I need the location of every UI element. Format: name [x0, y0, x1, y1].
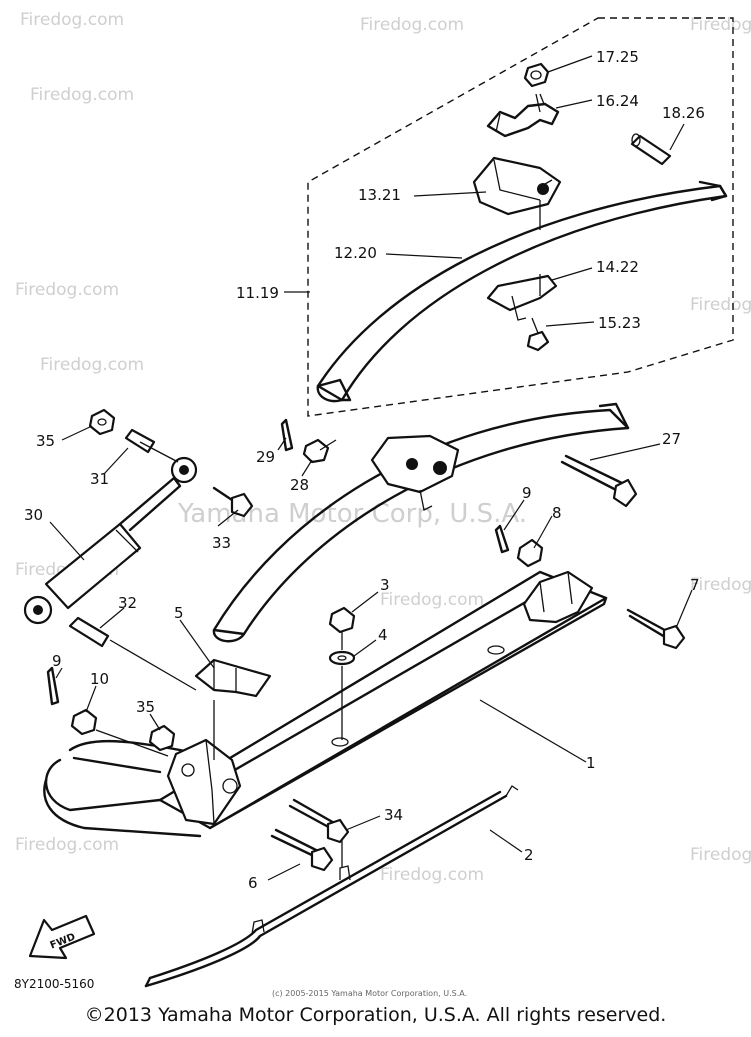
callouts: 17.25 16.24 18.26 13.21 12.20 14.22 11.1…	[24, 48, 705, 892]
collar-31-icon	[124, 428, 156, 454]
spring-seat-icon	[370, 434, 460, 511]
callout-2: 2	[524, 846, 534, 864]
watermark-firedog: Firedog.com	[20, 10, 124, 30]
bolt-34-icon	[288, 798, 350, 844]
nut-28-icon	[302, 438, 330, 464]
callout-9a: 9	[522, 484, 532, 502]
watermark-firedog: Firedog.com	[690, 295, 751, 315]
watermark-firedog: Firedog.com	[380, 865, 484, 885]
nut-10-icon	[70, 708, 98, 736]
callout-32: 32	[118, 594, 137, 612]
callout-5: 5	[174, 604, 184, 622]
callout-31: 31	[90, 470, 109, 488]
rear-mount-icon	[522, 570, 594, 624]
fwd-arrow-icon: FWD	[28, 914, 96, 960]
leaf-spring-12-icon	[316, 180, 728, 403]
nut-3-icon	[328, 606, 356, 634]
nut-35-top-icon	[88, 408, 116, 436]
callout-8: 8	[552, 504, 562, 522]
watermark-firedog: Firedog.com	[690, 15, 751, 35]
callout-13: 13.21	[358, 186, 401, 204]
small-copyright: (c) 2005-2015 Yamaha Motor Corporation, …	[272, 989, 467, 998]
callout-1: 1	[586, 754, 596, 772]
collar-32-icon	[68, 616, 110, 648]
callout-30: 30	[24, 506, 43, 524]
nut-17-icon	[523, 62, 550, 88]
diagram-code: 8Y2100-5160	[14, 977, 94, 991]
bolt-15-icon	[526, 317, 550, 352]
callout-35b: 35	[136, 698, 155, 716]
callout-29: 29	[256, 448, 275, 466]
leader-lines	[49, 55, 693, 881]
leaf-spring-main-icon	[212, 402, 630, 643]
callout-4: 4	[378, 626, 388, 644]
plate-14-icon	[486, 274, 558, 321]
callout-10: 10	[90, 670, 109, 688]
callout-14: 14.22	[596, 258, 639, 276]
bracket-5-icon	[194, 658, 272, 698]
clamp-16-icon	[486, 93, 560, 138]
bolt-6-icon	[270, 828, 334, 872]
callout-3: 3	[380, 576, 390, 594]
bolt-7-icon	[626, 608, 686, 650]
footer-copyright: ©2013 Yamaha Motor Corporation, U.S.A. A…	[84, 1004, 667, 1026]
callout-9b: 9	[52, 652, 62, 670]
callout-17: 17.25	[596, 48, 639, 66]
watermark-firedog: Firedog.com	[380, 590, 484, 610]
spring-group-boundary	[307, 17, 734, 417]
callout-6: 6	[248, 874, 258, 892]
callout-35a: 35	[36, 432, 55, 450]
front-bracket-icon	[166, 738, 242, 826]
callout-18: 18.26	[662, 104, 705, 122]
bolt-27-icon	[560, 454, 638, 508]
watermark-firedog: Firedog.com	[30, 85, 134, 105]
callout-27: 27	[662, 430, 681, 448]
watermark-firedog: Firedog.com	[360, 15, 464, 35]
watermark-firedog: Firedog.com	[15, 280, 119, 300]
callout-33: 33	[212, 534, 231, 552]
cotter-pin-29-icon	[280, 418, 294, 452]
watermark-firedog: Firedog.com	[40, 355, 144, 375]
pin-18-icon	[630, 133, 672, 166]
watermark-firedog: Firedog.com	[690, 575, 751, 595]
runner-2-icon	[144, 785, 519, 988]
callout-12: 12.20	[334, 244, 377, 262]
cotter-pin-9-icon	[494, 524, 510, 554]
nut-8-icon	[516, 538, 544, 568]
watermark-firedog: Firedog.com	[15, 835, 119, 855]
callout-28: 28	[290, 476, 309, 494]
callout-11: 11.19	[236, 284, 279, 302]
watermark-firedog: Firedog.com	[690, 845, 751, 865]
shock-absorber-30-icon	[23, 456, 198, 625]
callout-34: 34	[384, 806, 403, 824]
washer-4-icon	[328, 650, 356, 666]
callout-15: 15.23	[598, 314, 641, 332]
callout-7: 7	[690, 576, 700, 594]
nut-35-lower-icon	[148, 724, 176, 752]
callout-16: 16.24	[596, 92, 639, 110]
alignment-lines	[95, 93, 541, 868]
seat-13-icon	[472, 156, 562, 216]
cotter-pin-9b-icon	[46, 666, 60, 706]
